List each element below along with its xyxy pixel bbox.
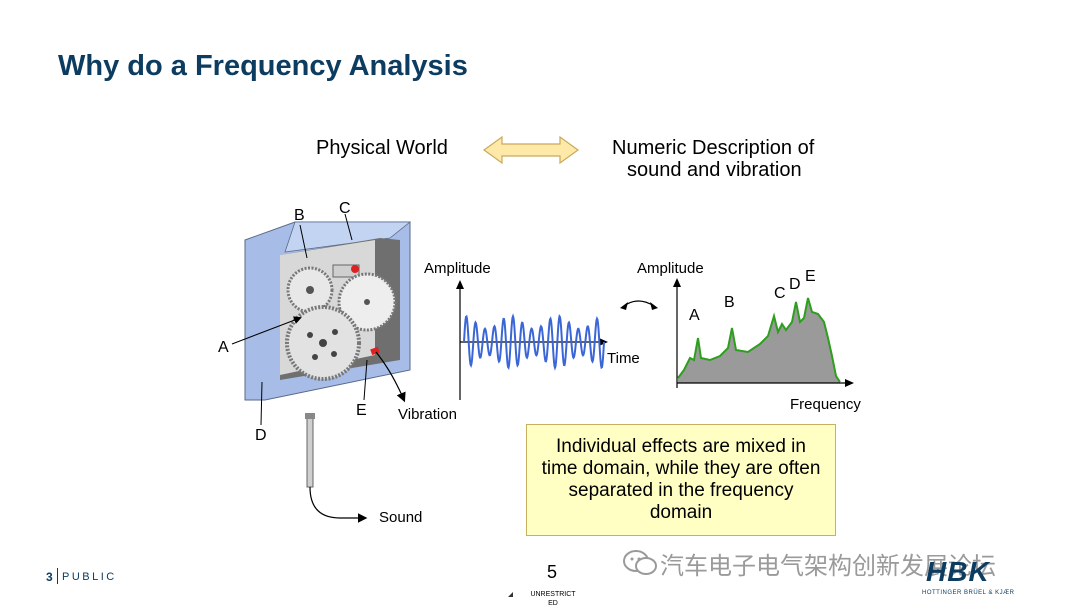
time-signal-line: [463, 313, 605, 371]
time-plot-xlabel: Time: [607, 350, 640, 367]
unrestricted-label: UNRESTRICT ED: [530, 591, 576, 607]
peak-label-e: E: [805, 268, 816, 285]
gearbox-illustration: [244, 221, 412, 401]
footer-page-number: 3: [46, 570, 53, 584]
vibration-label: Vibration: [398, 406, 457, 423]
label-b: B: [294, 207, 305, 224]
sound-label: Sound: [379, 509, 423, 526]
peak-label-c: C: [774, 285, 786, 302]
numeric-description-label-line1: Numeric Description of: [612, 137, 815, 159]
physical-world-label: Physical World: [316, 137, 448, 159]
double-arrow-icon: [482, 135, 580, 165]
label-d: D: [255, 427, 267, 444]
slide-title: Why do a Frequency Analysis: [58, 50, 468, 82]
callout-box: Individual effects are mixed in time dom…: [526, 424, 836, 536]
footer-divider: [57, 568, 58, 584]
label-c: C: [339, 200, 351, 217]
label-a: A: [218, 339, 229, 356]
time-domain-plot: [456, 280, 608, 400]
label-e: E: [356, 402, 367, 419]
freq-plot-xlabel: Frequency: [790, 396, 861, 413]
callout-text: Individual effects are mixed in time dom…: [541, 436, 821, 523]
peak-label-d: D: [789, 276, 801, 293]
peak-label-b: B: [724, 294, 735, 311]
slide-number: 5: [547, 562, 558, 582]
freq-plot-ylabel: Amplitude: [637, 260, 704, 277]
curved-arrow-icon: [620, 300, 658, 310]
frequency-domain-plot: [673, 278, 854, 388]
triangle-icon: [508, 592, 513, 597]
spectrum-line: [677, 297, 841, 383]
numeric-description-label-line2: sound and vibration: [627, 159, 802, 181]
wechat-icon: [623, 550, 657, 575]
time-plot-ylabel: Amplitude: [424, 260, 491, 277]
hbk-logo: HBK: [926, 556, 990, 587]
spectrum-area: [678, 298, 840, 383]
watermark-text: 汽车电子电气架构创新发展论坛: [660, 553, 996, 580]
footer-classification: PUBLIC: [62, 571, 117, 583]
hbk-logo-subtitle: HOTTINGER BRÜEL & KJÆR: [922, 590, 1015, 596]
peak-label-a: A: [689, 307, 700, 324]
